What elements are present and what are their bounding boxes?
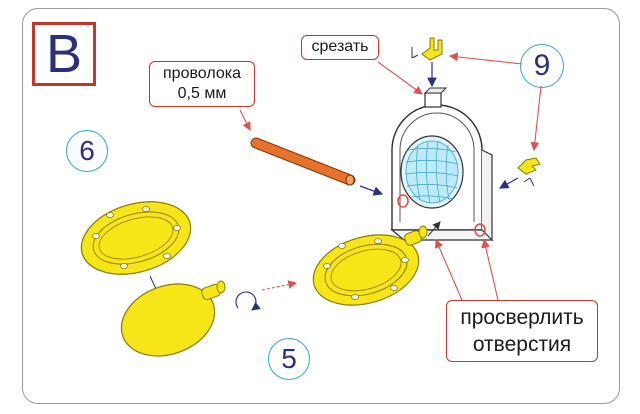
step-number-six: 6 [66, 130, 108, 172]
drill-hole-left [397, 194, 409, 208]
drill-label: просверлить отверстия [446, 300, 598, 362]
bracket-side [517, 157, 541, 187]
diagram-frame [22, 8, 620, 404]
flange-ring-left [80, 201, 192, 275]
step-number-nine: 9 [520, 44, 564, 88]
drill-hole-right [474, 223, 486, 237]
wire-rod [250, 137, 356, 186]
wire-label-line2: 0,5 мм [177, 85, 227, 102]
flange-assembled [312, 225, 428, 306]
drill-label-line1: просверлить [460, 306, 584, 329]
drill-label-line2: отверстия [472, 333, 572, 356]
section-letter: B [32, 22, 96, 86]
drill-callout-arrow-right [481, 238, 499, 301]
wire-label-line1: проволока [163, 65, 241, 82]
rotate-arrow [235, 291, 261, 311]
wire-callout-arrow [239, 109, 251, 131]
flange-mount-arrow [427, 221, 441, 237]
nine-to-top-arrow [448, 52, 523, 65]
cut-label-text: срезать [311, 38, 369, 55]
lens [400, 135, 464, 209]
assembly-arrow-right [261, 280, 298, 291]
cut-callout-arrow [377, 61, 423, 95]
step-number-five: 5 [268, 338, 310, 380]
paddle-part [120, 280, 226, 357]
wire-insert-arrow [359, 185, 384, 196]
wire-label: проволока 0,5 мм [149, 61, 255, 107]
drill-callout-arrow-left [435, 238, 463, 301]
cut-label: срезать [301, 35, 379, 60]
bracket-top [411, 37, 443, 61]
nine-to-side-arrow [530, 85, 542, 152]
bracket-side-arrow [498, 177, 519, 189]
